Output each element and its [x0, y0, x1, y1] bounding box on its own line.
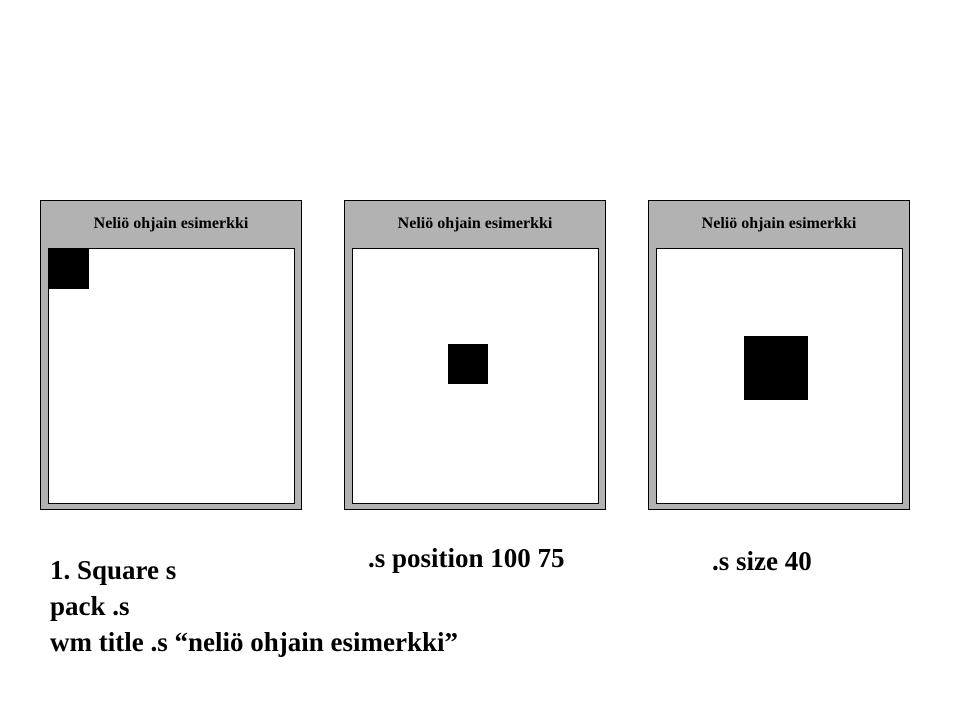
window-canvas	[48, 248, 295, 504]
caption-line: pack .s	[50, 591, 130, 621]
window-title: Neliö ohjain esimerkki	[397, 215, 553, 232]
window-2: Neliö ohjain esimerkki	[344, 200, 606, 510]
square[interactable]	[744, 336, 808, 400]
square[interactable]	[49, 249, 89, 289]
window-title: Neliö ohjain esimerkki	[701, 215, 857, 232]
window-title: Neliö ohjain esimerkki	[93, 215, 249, 232]
caption-step-2: .s position 100 75	[368, 543, 565, 573]
window-1: Neliö ohjain esimerkki	[40, 200, 302, 510]
caption-step-1: 1. Square s pack .s wm title .s “neliö o…	[50, 552, 458, 660]
window-3: Neliö ohjain esimerkki	[648, 200, 910, 510]
window-canvas	[352, 248, 599, 504]
caption-line: 1. Square s	[50, 555, 177, 585]
window-canvas	[656, 248, 903, 504]
square[interactable]	[448, 344, 488, 384]
caption-step-3: .s size 40	[712, 546, 812, 576]
caption-line: wm title .s “neliö ohjain esimerkki”	[50, 627, 458, 657]
